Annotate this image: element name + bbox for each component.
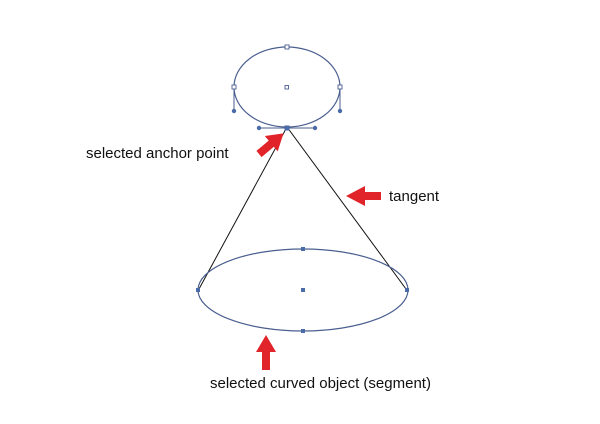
curved-object-label: selected curved object (segment)	[210, 375, 431, 392]
center-point-bottom	[301, 288, 305, 292]
bottom-right-anchor[interactable]	[405, 288, 409, 292]
tangent-line-left	[198, 126, 288, 290]
selected-anchor-point[interactable]	[284, 125, 290, 131]
tangent-label: tangent	[389, 188, 440, 205]
anchor-point-label: selected anchor point	[86, 145, 229, 162]
left-anchor-point[interactable]	[231, 84, 237, 90]
curved-object-arrow	[256, 335, 276, 370]
bottom-bottom-anchor[interactable]	[301, 329, 305, 333]
anchor-handle-right[interactable]	[312, 125, 318, 131]
top-anchor-point[interactable]	[284, 44, 290, 50]
right-anchor-point[interactable]	[337, 84, 343, 90]
bottom-left-anchor[interactable]	[196, 288, 200, 292]
tangent-line-right	[286, 126, 407, 290]
tangent-arrow	[346, 186, 381, 206]
anchor-arrow	[256, 133, 284, 158]
center-point-top	[284, 85, 289, 90]
side-handle-left[interactable]	[231, 108, 237, 114]
bottom-top-anchor[interactable]	[301, 247, 305, 251]
anchor-handle-left[interactable]	[256, 125, 262, 131]
side-handle-right[interactable]	[337, 108, 343, 114]
